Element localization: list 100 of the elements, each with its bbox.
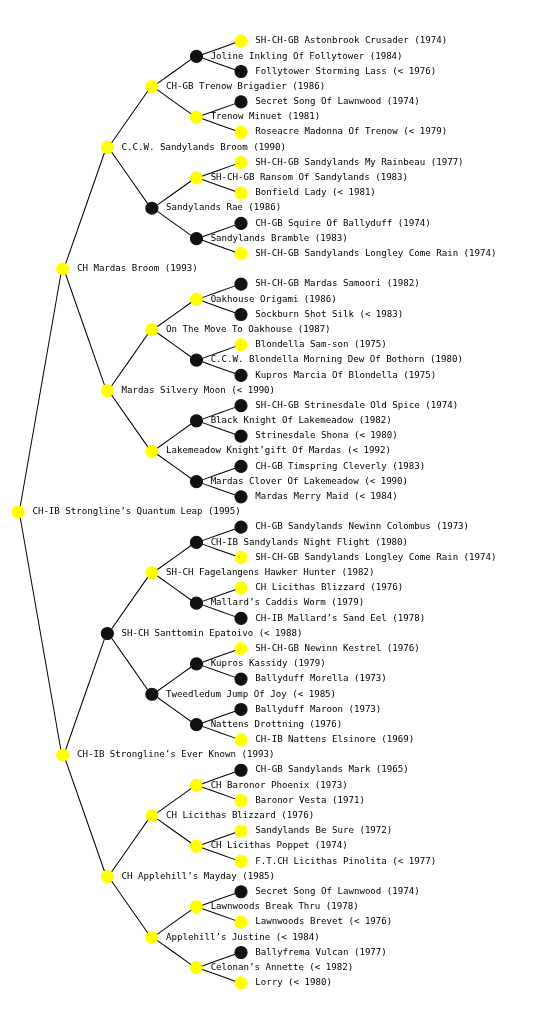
node-label: Mardas Silvery Moon (< 1990) (121, 384, 276, 395)
node-circle (189, 900, 204, 914)
connector (111, 151, 149, 205)
connector (201, 285, 236, 299)
node-circle (234, 672, 248, 686)
node-circle (234, 399, 248, 413)
node-circle (234, 368, 248, 382)
node-label: SH-CH-GB Astonbrook Crusader (1974) (255, 35, 448, 46)
node-label: Follytower Storming Lass (< 1976) (255, 65, 437, 76)
node-circle (145, 323, 159, 337)
connector (201, 300, 236, 314)
node-circle (100, 383, 114, 398)
connector (201, 771, 236, 785)
node-label: SH-CH-GB Newinn Kestrel (1976) (255, 642, 420, 653)
node-circle (234, 186, 248, 200)
node-label: SH-CH-GB Sandylands Longley Come Rain (1974) (255, 551, 497, 562)
connector (156, 575, 192, 601)
node-label: Ballyduff Maroon (1973) (255, 703, 382, 714)
node-label: Roseacre Madonna Of Trenow (< 1979) (255, 126, 448, 137)
node-label: CH-GB Sandylands Mark (1965) (255, 764, 409, 775)
connector (201, 953, 236, 967)
node-circle (145, 687, 159, 701)
connector (201, 103, 236, 116)
node-label: CH Applehill’s Mayday (1985) (121, 870, 276, 881)
node-circle (145, 201, 159, 215)
connector (201, 589, 236, 602)
connector (65, 638, 105, 750)
node-circle (234, 581, 248, 595)
connector (156, 666, 192, 692)
node-label: Baronor Vesta (1971) (255, 794, 365, 805)
node-label: SH-CH-GB Sandylands My Rainbeau (1977) (255, 156, 464, 167)
node-circle (189, 718, 204, 732)
connector (111, 394, 149, 448)
node-label: SH-CH-GB Ransom Of Sandylands (1983) (210, 172, 409, 183)
connector (201, 892, 236, 906)
node-label: Kupros Marcia Of Blondella (1975) (255, 369, 437, 380)
node-label: Joline Inkling Of Follytower (1984) (210, 50, 403, 61)
connector (65, 760, 105, 872)
connector (201, 604, 236, 618)
node-label: Lorry (< 1980) (255, 977, 332, 988)
node-circle (11, 505, 25, 519)
node-label: Tweedledum Jump Of Joy (< 1985) (166, 688, 337, 699)
node-label: CH-GB Sandylands Newinn Colombus (1973) (255, 521, 470, 532)
node-circle (234, 945, 248, 960)
connector (111, 637, 149, 691)
node-circle (234, 915, 248, 929)
connector (201, 224, 236, 238)
node-label: CH-IB Nattens Elsinore (1969) (255, 734, 415, 745)
connector (156, 909, 192, 935)
node-circle (234, 976, 248, 990)
node-label: Nattens Drottning (1976) (210, 718, 343, 729)
node-circle (234, 34, 248, 48)
node-circle (189, 778, 204, 792)
node-circle (145, 444, 159, 458)
node-circle (189, 353, 204, 367)
node-circle (100, 626, 114, 641)
connector (201, 467, 236, 481)
node-circle (189, 110, 204, 124)
node-circle (234, 307, 248, 322)
connector (201, 665, 236, 678)
node-circle (234, 885, 248, 899)
connector (201, 786, 236, 800)
connector (156, 818, 192, 844)
connector (111, 333, 149, 387)
node-label: Mallard’s Caddis Worm (1979) (210, 597, 365, 608)
node-circle (234, 156, 248, 170)
node-label: Lawnwoods Brevet (< 1976) (255, 916, 393, 927)
node-circle (189, 292, 204, 306)
connector (156, 940, 192, 966)
connector (156, 89, 192, 115)
connector (201, 543, 236, 557)
node-circle (234, 459, 248, 473)
connector (156, 423, 192, 449)
connector (201, 179, 236, 192)
node-label: Sandylands Rae (1986) (166, 202, 282, 213)
node-label: CH Mardas Broom (1993) (76, 263, 198, 274)
connector (201, 163, 236, 177)
node-label: SH-CH-GB Sandylands Longley Come Rain (1974) (255, 248, 497, 259)
node-circle (234, 247, 248, 261)
node-label: Trenow Minuet (1981) (210, 111, 321, 122)
connector (156, 210, 192, 236)
node-circle (234, 520, 248, 534)
connector (201, 908, 236, 921)
node-label: CH-IB Sandylands Night Flight (1980) (210, 536, 409, 547)
node-circle (100, 869, 114, 884)
node-label: Sockburn Shot Silk (< 1983) (255, 308, 404, 319)
node-circle (189, 839, 204, 853)
node-label: CH Baronor Phoenix (1973) (210, 779, 348, 790)
node-label: SH-CH-GB Mardas Samoori (1982) (255, 278, 420, 289)
node-label: CH-IB Strongline’s Ever Known (1993) (76, 749, 275, 760)
node-label: CH-IB Strongline’s Quantum Leap (1995) (32, 506, 241, 517)
node-circle (189, 475, 204, 489)
node-circle (234, 216, 248, 230)
node-label: CH Licithas Blizzard (1976) (255, 582, 404, 593)
connector (156, 545, 192, 570)
node-circle (234, 702, 248, 717)
connector (111, 819, 149, 873)
connector (201, 847, 236, 861)
connector (201, 239, 236, 253)
connector (201, 361, 236, 375)
